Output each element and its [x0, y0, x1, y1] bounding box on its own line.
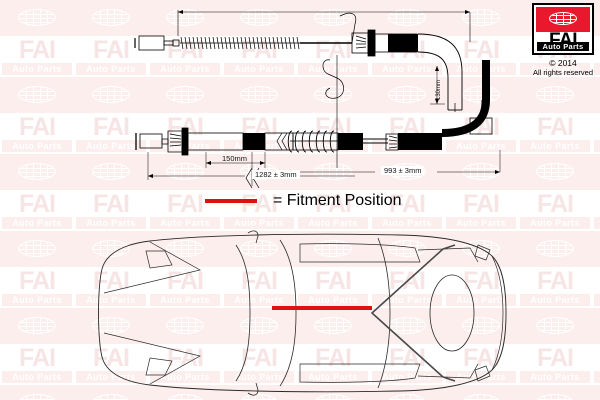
vehicle-body-outline: [98, 233, 507, 393]
cable-lower-view: [135, 60, 501, 189]
vehicle-headlight-right: [145, 357, 173, 376]
upper-elbow-inner: [417, 51, 449, 110]
vehicle-top-view-outline: [98, 230, 507, 396]
lower-inline-joint: [385, 133, 399, 151]
dimension-993mm: 993 ± 3mm: [381, 166, 425, 175]
logo-frame: FAI Auto Parts: [532, 3, 594, 55]
logo-subtitle-text: Auto Parts: [537, 42, 589, 51]
brand-logo-block: FAI Auto Parts © 2014 All rights reserve…: [530, 3, 596, 77]
lower-connector-splines: [167, 127, 189, 156]
dimension-150mm: 150mm: [222, 154, 248, 163]
vehicle-mirror-left: [247, 230, 259, 244]
vehicle-headlight-left: [145, 250, 173, 269]
cable-route-indicator: [370, 244, 456, 382]
lower-end-barrel: [139, 133, 163, 149]
dimension-1282mm: 1282 ± 3mm: [252, 170, 300, 179]
retainer-clip-hook: [339, 12, 357, 44]
vehicle-mirror-right: [247, 382, 259, 396]
rights-text: All rights reserved: [532, 68, 594, 77]
upper-end-stem: [163, 40, 174, 46]
vehicle-rear-screen: [429, 274, 475, 352]
legend-color-swatch: [205, 199, 257, 203]
vehicle-roof-front: [279, 239, 297, 387]
vehicle-a-pillar-left: [235, 244, 251, 382]
vehicle-window-left: [299, 243, 421, 263]
lower-elbow-boot: [441, 60, 490, 137]
dimension-vertical-130mm: 130mm: [436, 79, 442, 100]
vehicle-window-right: [299, 363, 421, 383]
upper-coil-spring: [180, 36, 300, 50]
upper-black-sleeve: [388, 34, 418, 52]
copyright-text: © 2014: [549, 58, 577, 68]
lower-body-tube: [187, 132, 244, 151]
logo-red-panel: [536, 7, 590, 32]
retainer-clip-loop: [322, 59, 344, 99]
upper-end-barrel: [138, 35, 165, 51]
globe-icon: [549, 12, 577, 25]
legend: = Fitment Position: [205, 192, 402, 210]
legend-label: = Fitment Position: [273, 192, 402, 209]
lower-spring-overlay: [287, 130, 335, 153]
vehicle-roof-rear: [377, 237, 391, 389]
